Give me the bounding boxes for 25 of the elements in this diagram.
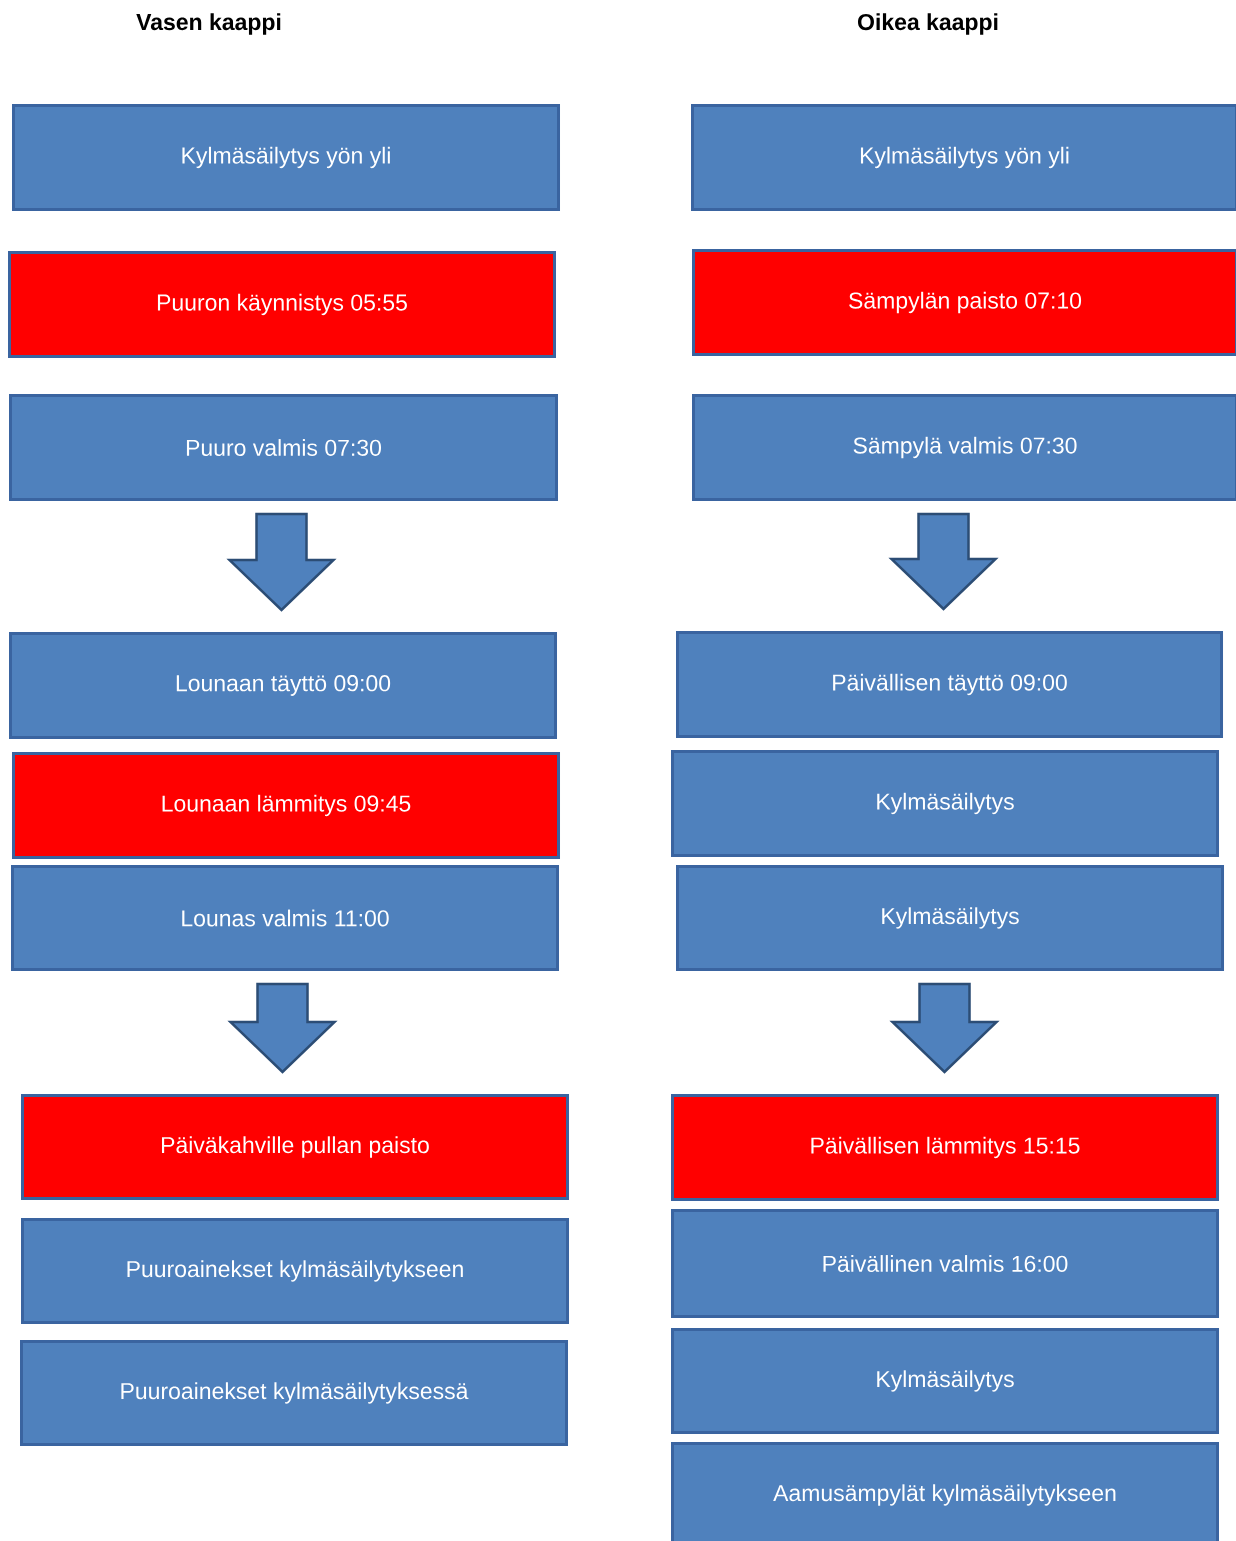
block-arrow [226,512,337,612]
warning-box: Päivällisen lämmitys 15:15 [671,1094,1219,1201]
process-box: Päivällisen täyttö 09:00 [676,631,1223,738]
process-box: Puuroainekset kylmäsäilytyksessä [20,1340,568,1446]
process-box: Lounas valmis 11:00 [11,865,559,971]
process-box: Kylmäsäilytys [671,750,1219,857]
warning-box: Lounaan lämmitys 09:45 [12,752,560,859]
warning-box: Sämpylän paisto 07:10 [692,249,1236,356]
process-box: Lounaan täyttö 09:00 [9,632,557,739]
process-box: Kylmäsäilytys [676,865,1224,971]
block-arrow [227,982,338,1074]
column-heading: Vasen kaappi [136,13,281,35]
process-box: Sämpylä valmis 07:30 [692,394,1236,501]
column-heading: Oikea kaappi [858,13,998,35]
block-arrow [888,512,999,611]
process-box: Puuro valmis 07:30 [9,394,558,501]
process-box: Kylmäsäilytys yön yli [691,104,1236,211]
warning-box: Päiväkahville pullan paisto [21,1094,569,1200]
process-box: Kylmäsäilytys yön yli [12,104,560,211]
process-box: Puuroainekset kylmäsäilytykseen [21,1218,569,1324]
process-box: Kylmäsäilytys [671,1328,1219,1434]
warning-box: Puuron käynnistys 05:55 [8,251,556,358]
process-box: Aamusämpylät kylmäsäilytykseen [671,1442,1219,1541]
block-arrow [889,982,1000,1074]
process-box: Päivällinen valmis 16:00 [671,1209,1219,1318]
